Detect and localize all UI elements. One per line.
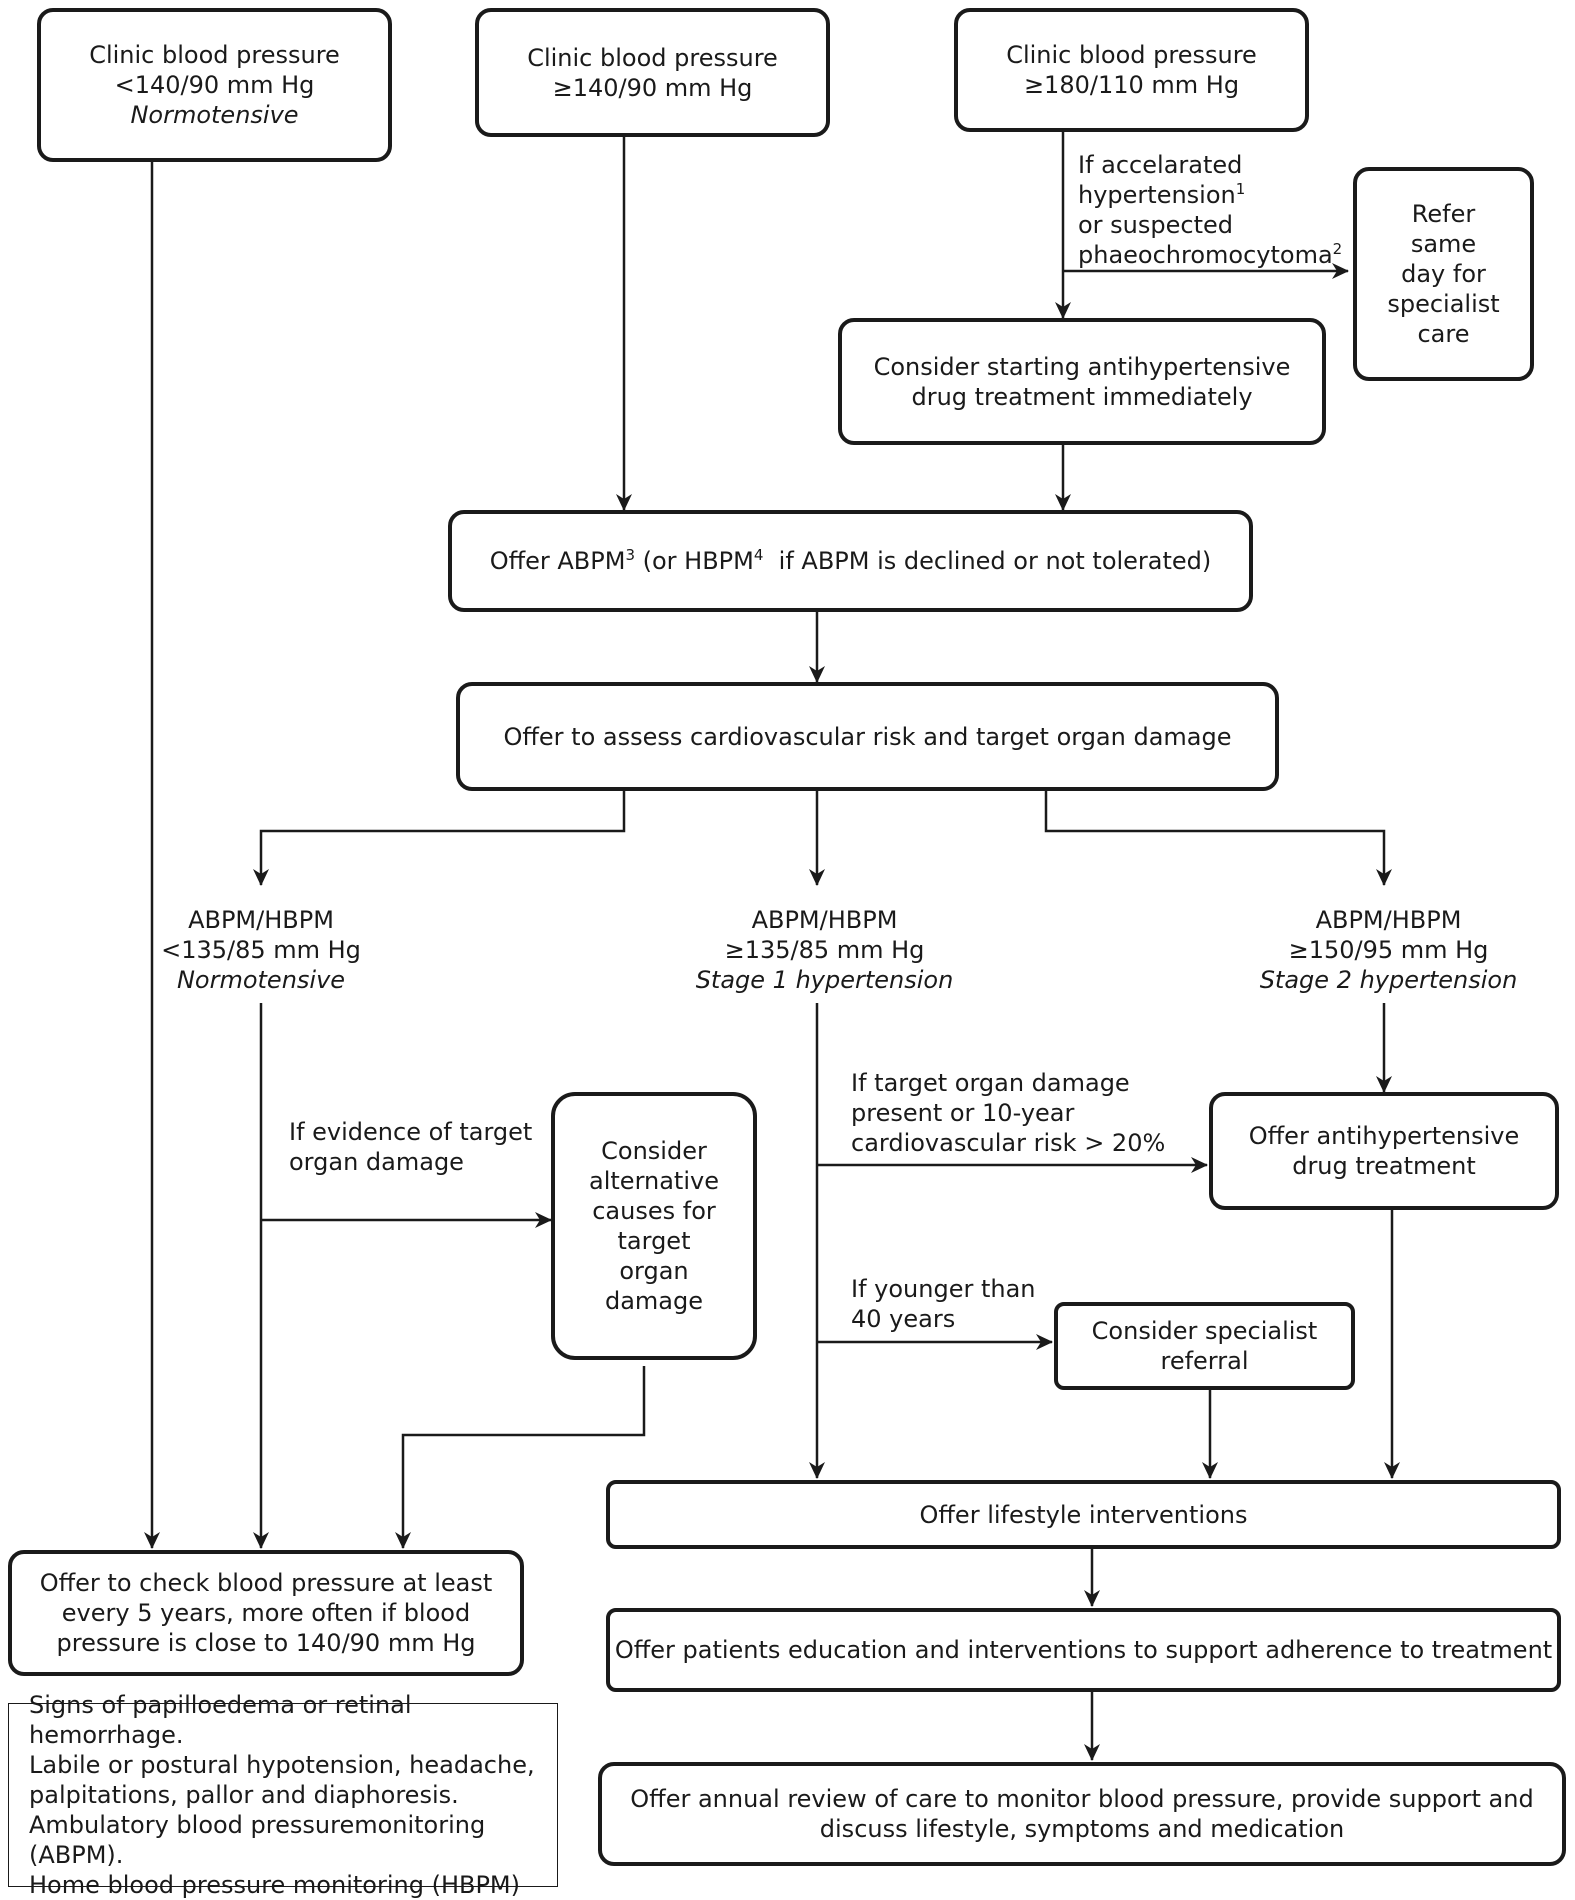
younger-line2: 40 years	[851, 1305, 956, 1333]
abpm-stage1-label: ABPM/HBPM ≥135/85 mm Hg Stage 1 hyperten…	[682, 905, 967, 995]
footnote-5: Home blood pressure monitoring (HBPM)	[29, 1871, 520, 1899]
younger-than-40-label: If younger than 40 years	[851, 1274, 1036, 1334]
check-bp-line1: Offer to check blood pressure at least	[39, 1569, 493, 1597]
annual-line2: discuss lifestyle, symptoms and medicati…	[819, 1815, 1345, 1843]
alt-line6: damage	[604, 1287, 704, 1315]
footnote-1: Signs of papilloedema or retinal hemorrh…	[29, 1691, 412, 1749]
specialist-referral-box: Consider specialist referral	[1054, 1302, 1355, 1390]
evidence-line2: organ damage	[289, 1148, 464, 1176]
clinic-low-line2: <140/90 mm Hg	[114, 71, 315, 99]
specialist-line1: Consider specialist	[1091, 1317, 1318, 1345]
target-line1: If target organ damage	[851, 1069, 1130, 1097]
abpm-stage2-line3: Stage 2 hypertension	[1259, 966, 1518, 994]
alt-line5: organ	[619, 1257, 689, 1285]
refer-line5: care	[1417, 320, 1470, 348]
refer-line4: specialist	[1387, 290, 1500, 318]
connector-alt-to-check	[395, 1366, 646, 1549]
offer-drug-line2: drug treatment	[1292, 1152, 1476, 1180]
accelerated-hypertension-label: If accelarated hypertension1 or suspecte…	[1078, 150, 1342, 270]
offer-abpm-sup1: 3	[625, 546, 635, 564]
consider-starting-treatment-box: Consider starting antihypertensive drug …	[838, 318, 1326, 445]
clinic-high-line2: ≥180/110 mm Hg	[1023, 71, 1240, 99]
target-organ-damage-label: If target organ damage present or 10-yea…	[851, 1068, 1165, 1158]
refer-line3: day for	[1401, 260, 1486, 288]
offer-abpm-part1: Offer ABPM	[489, 547, 626, 575]
clinic-low-line3: Normotensive	[130, 101, 299, 129]
clinic-high-line1: Clinic blood pressure	[1006, 41, 1257, 69]
connector-assess-split-right	[1044, 791, 1392, 886]
lifestyle-text: Offer lifestyle interventions	[919, 1500, 1248, 1529]
annual-review-box: Offer annual review of care to monitor b…	[598, 1762, 1566, 1866]
check-bp-box: Offer to check blood pressure at least e…	[8, 1550, 524, 1676]
abpm-stage1-line3: Stage 1 hypertension	[695, 966, 954, 994]
offer-drug-treatment-box: Offer antihypertensive drug treatment	[1209, 1092, 1559, 1210]
lifestyle-interventions-box: Offer lifestyle interventions	[606, 1480, 1561, 1549]
assess-risk-box: Offer to assess cardiovascular risk and …	[456, 682, 1279, 791]
footnote-4: Ambulatory blood pressuremonitoring (ABP…	[29, 1811, 486, 1869]
abpm-low-line3: Normotensive	[176, 966, 346, 994]
offer-abpm-text: Offer ABPM3 (or HBPM4 if ABPM is decline…	[490, 546, 1212, 576]
alt-line2: alternative	[589, 1167, 719, 1195]
check-bp-line3: pressure is close to 140/90 mm Hg	[56, 1629, 476, 1657]
evidence-line1: If evidence of target	[289, 1118, 533, 1146]
target-line2: present or 10-year	[851, 1099, 1075, 1127]
footnotes-box: Signs of papilloedema or retinal hemorrh…	[8, 1691, 558, 1899]
assess-risk-text: Offer to assess cardiovascular risk and …	[503, 722, 1232, 751]
target-line3: cardiovascular risk > 20%	[851, 1129, 1166, 1157]
refer-line1: Refer	[1411, 200, 1476, 228]
offer-abpm-part2: (or HBPM	[635, 547, 754, 575]
clinic-low-line1: Clinic blood pressure	[89, 41, 340, 69]
offer-drug-line1: Offer antihypertensive	[1248, 1122, 1520, 1150]
alt-line3: causes for	[592, 1197, 716, 1225]
check-bp-line2: every 5 years, more often if blood	[61, 1599, 471, 1627]
consider-start-line1: Consider starting antihypertensive	[873, 352, 1291, 381]
clinic-bp-180-box: Clinic blood pressure ≥180/110 mm Hg	[954, 8, 1309, 132]
abpm-low-line1: ABPM/HBPM	[188, 906, 334, 934]
offer-abpm-part3: if ABPM is declined or not tolerated)	[763, 547, 1212, 575]
refer-specialist-box: Refer same day for specialist care	[1353, 167, 1534, 381]
abpm-stage2-line2: ≥150/95 mm Hg	[1288, 936, 1489, 964]
accelerated-line2: hypertension	[1078, 181, 1236, 209]
accelerated-line4: phaeochromocytoma	[1078, 241, 1333, 269]
accelerated-line3: or suspected	[1078, 211, 1234, 239]
offer-abpm-sup2: 4	[753, 546, 764, 564]
younger-line1: If younger than	[851, 1275, 1036, 1303]
accelerated-sup2: 1	[1235, 180, 1246, 198]
abpm-stage2-label: ABPM/HBPM ≥150/95 mm Hg Stage 2 hyperten…	[1246, 905, 1531, 995]
accelerated-line1: If accelarated	[1078, 151, 1243, 179]
abpm-stage1-line2: ≥135/85 mm Hg	[724, 936, 925, 964]
abpm-stage1-line1: ABPM/HBPM	[751, 906, 898, 934]
clinic-bp-normotensive-box: Clinic blood pressure <140/90 mm Hg Norm…	[37, 8, 392, 162]
abpm-stage2-line1: ABPM/HBPM	[1315, 906, 1462, 934]
clinic-bp-140-box: Clinic blood pressure ≥140/90 mm Hg	[475, 8, 830, 137]
refer-line2: same	[1410, 230, 1477, 258]
accelerated-sup4: 2	[1332, 240, 1343, 258]
abpm-low-line2: <135/85 mm Hg	[161, 936, 361, 964]
footnote-3: palpitations, pallor and diaphoresis.	[29, 1781, 459, 1809]
clinic-mid-line1: Clinic blood pressure	[527, 43, 778, 72]
offer-abpm-box: Offer ABPM3 (or HBPM4 if ABPM is decline…	[448, 510, 1253, 612]
connector-assess-split-left	[253, 791, 626, 886]
alt-line1: Consider	[601, 1137, 707, 1165]
annual-line1: Offer annual review of care to monitor b…	[630, 1785, 1534, 1813]
footnote-2: Labile or postural hypotension, headache…	[29, 1751, 535, 1779]
abpm-normotensive-label: ABPM/HBPM <135/85 mm Hg Normotensive	[161, 905, 361, 995]
education-text: Offer patients education and interventio…	[614, 1636, 1553, 1664]
evidence-organ-damage-label: If evidence of target organ damage	[289, 1117, 532, 1177]
alt-line4: target	[617, 1227, 691, 1255]
specialist-line2: referral	[1160, 1347, 1249, 1375]
alternative-causes-box: Consider alternative causes for target o…	[551, 1092, 757, 1360]
clinic-mid-line2: ≥140/90 mm Hg	[552, 73, 753, 102]
patient-education-box: Offer patients education and interventio…	[606, 1608, 1561, 1692]
consider-start-line2: drug treatment immediately	[911, 382, 1253, 411]
